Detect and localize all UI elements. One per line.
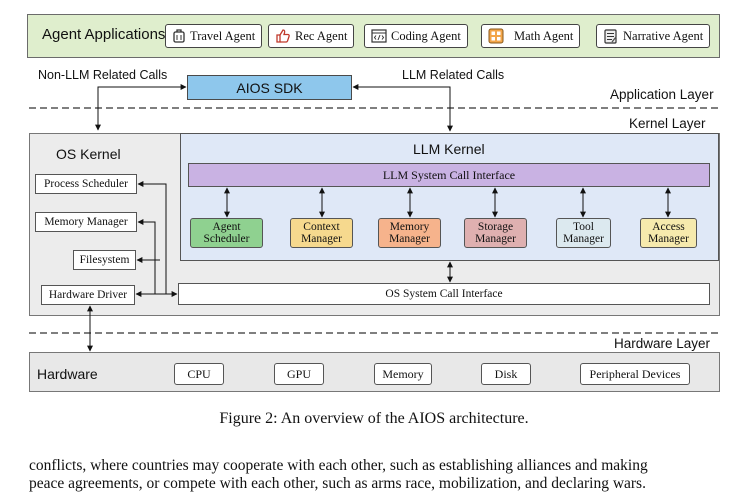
- process-scheduler-box: Process Scheduler: [35, 174, 137, 194]
- luggage-icon: [173, 29, 185, 43]
- tool-manager-line1: Tool: [573, 221, 594, 233]
- tool-manager-line2: Manager: [563, 233, 604, 245]
- hardware-driver-box: Hardware Driver: [41, 285, 135, 305]
- hardware-layer-label: Hardware Layer: [614, 336, 711, 351]
- sdk-to-llm-kernel-arrow: [352, 84, 453, 132]
- body-line-1: conflicts, where countries may cooperate…: [29, 457, 648, 474]
- body-line-2: peace agreements, or compete with each o…: [29, 475, 646, 492]
- notepad-icon: [604, 29, 617, 44]
- agent-scheduler-line1: Agent: [212, 221, 241, 233]
- coding-agent-label: Coding Agent: [391, 28, 461, 43]
- aios-sdk-box: AIOS SDK: [187, 75, 352, 100]
- context-manager-line1: Context: [303, 221, 340, 233]
- sdk-to-os-kernel-arrow: [95, 84, 187, 131]
- process-scheduler-connector: [137, 181, 167, 294]
- rec-agent-box: Rec Agent: [268, 24, 355, 48]
- memory-manager-connector: [137, 219, 156, 294]
- llm-kernel-box: [180, 133, 719, 261]
- storage-manager-line1: Storage: [477, 221, 514, 233]
- gpu-box: GPU: [274, 363, 324, 385]
- code-window-icon: [371, 29, 387, 43]
- non-llm-calls-label: Non-LLM Related Calls: [38, 68, 168, 82]
- memory-manager-os-box: Memory Manager: [35, 212, 137, 232]
- memory-manager-llm-line1: Memory: [389, 221, 430, 233]
- disk-box: Disk: [481, 363, 531, 385]
- kernel-layer-label: Kernel Layer: [629, 116, 706, 131]
- coding-agent-box: Coding Agent: [364, 24, 468, 48]
- hardware-title: Hardware: [37, 366, 98, 382]
- narrative-agent-label: Narrative Agent: [623, 28, 704, 43]
- os-system-call-interface: OS System Call Interface: [178, 283, 710, 305]
- os-kernel-title: OS Kernel: [56, 146, 121, 162]
- filesystem-box: Filesystem: [73, 250, 136, 270]
- narrative-agent-box: Narrative Agent: [596, 24, 711, 48]
- llm-kernel-title: LLM Kernel: [413, 141, 485, 157]
- agent-scheduler-line2: Scheduler: [203, 233, 250, 245]
- llm-calls-label: LLM Related Calls: [402, 68, 505, 82]
- travel-agent-box: Travel Agent: [165, 24, 263, 48]
- rec-agent-label: Rec Agent: [295, 28, 348, 43]
- access-manager-line2: Manager: [648, 233, 689, 245]
- application-layer-label: Application Layer: [610, 87, 714, 102]
- math-agent-box: Math Agent: [481, 24, 581, 48]
- figure-caption: Figure 2: An overview of the AIOS archit…: [219, 410, 529, 427]
- peripheral-devices-box: Peripheral Devices: [580, 363, 690, 385]
- travel-agent-label: Travel Agent: [190, 28, 256, 43]
- body-paragraph: conflicts, where countries may cooperate…: [29, 457, 729, 493]
- thumbs-up-icon: [276, 29, 290, 43]
- calculator-icon: [488, 28, 504, 44]
- access-manager-line1: Access: [652, 221, 685, 233]
- context-manager-line2: Manager: [301, 233, 342, 245]
- hw-memory-box: Memory: [374, 363, 432, 385]
- cpu-box: CPU: [174, 363, 224, 385]
- math-agent-label: Math Agent: [514, 28, 574, 43]
- memory-manager-llm-line2: Manager: [389, 233, 430, 245]
- llm-system-call-interface: LLM System Call Interface: [188, 163, 710, 187]
- agent-applications-title: Agent Applications: [42, 26, 166, 43]
- storage-manager-line2: Manager: [475, 233, 516, 245]
